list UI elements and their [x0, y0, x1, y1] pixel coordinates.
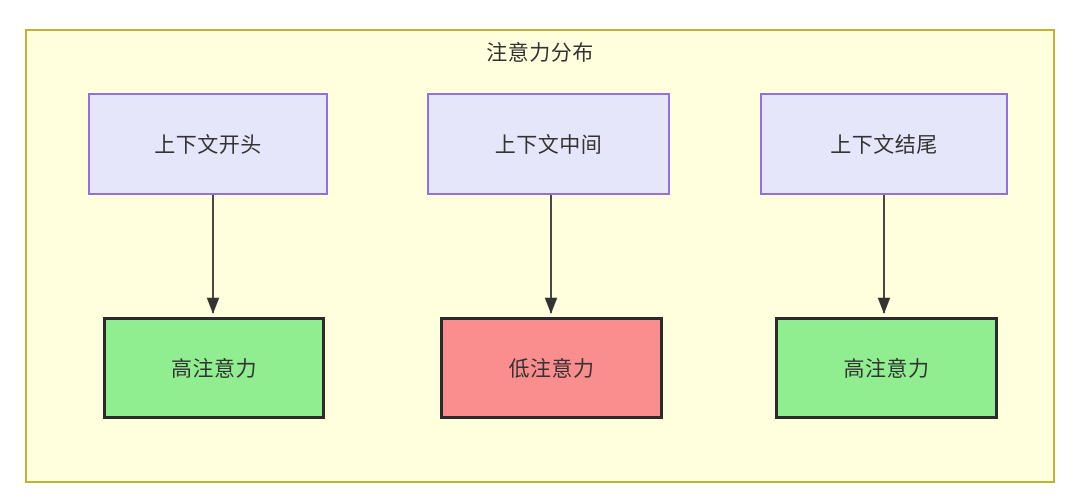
node-high-attention-right[interactable]: 高注意力 [775, 317, 998, 419]
node-high-attention-left[interactable]: 高注意力 [103, 317, 325, 419]
node-context-end[interactable]: 上下文结尾 [760, 93, 1008, 195]
node-context-middle-label: 上下文中间 [494, 134, 603, 157]
node-low-attention-middle-label: 低注意力 [508, 358, 595, 381]
node-context-beginning-label: 上下文开头 [154, 134, 262, 157]
node-low-attention-middle[interactable]: 低注意力 [440, 317, 663, 419]
node-high-attention-right-label: 高注意力 [843, 358, 930, 381]
node-high-attention-left-label: 高注意力 [171, 358, 257, 381]
node-context-middle[interactable]: 上下文中间 [427, 93, 670, 195]
node-context-end-label: 上下文结尾 [830, 134, 938, 157]
subgraph-title: 注意力分布 [486, 42, 594, 65]
node-context-beginning[interactable]: 上下文开头 [88, 93, 328, 195]
